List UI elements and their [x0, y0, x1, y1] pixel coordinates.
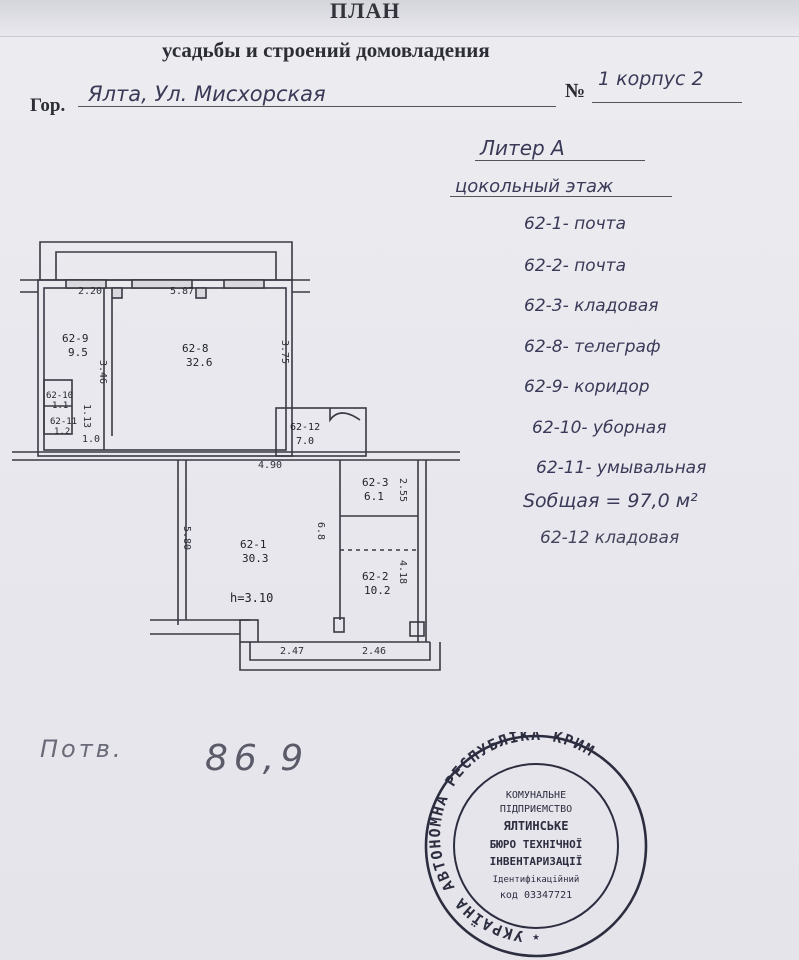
legend-item: 62-11- умывальная [536, 458, 707, 478]
room-id: 62-8 [182, 342, 209, 355]
house-number: 1 корпус 2 [598, 68, 704, 90]
dim-label: 2.47 [280, 646, 304, 657]
official-stamp: УКРАЇНА АВТОНОМНА РЕСПУБЛІКА КРИМ КОМУНА… [424, 732, 648, 958]
legend-item: 62-3- кладовая [524, 296, 659, 316]
extra-room: 62-12 кладовая [540, 528, 680, 548]
stamp-line: БЮРО ТЕХНІЧНОЇ [490, 837, 583, 851]
dim-label: 2.55 [397, 478, 408, 502]
room-area: 1.1 [52, 401, 68, 411]
document-subtitle: усадьбы и строений домовладения [162, 38, 490, 62]
room-area: 30.3 [242, 552, 269, 565]
dim-label: 4.90 [258, 460, 282, 471]
room-area: 9.5 [68, 346, 88, 359]
ceiling-height: h=3.10 [230, 591, 273, 605]
page-fold [0, 0, 799, 37]
room-id: 62-9 [62, 332, 89, 345]
stamp-line: КОМУНАЛЬНЕ [506, 790, 566, 801]
floor-underline [450, 196, 672, 197]
dim-label: 2.20 [78, 286, 102, 297]
stamp-line: ЯЛТИНСЬКЕ [503, 819, 568, 833]
room-id: 62-2 [362, 570, 389, 583]
room-area: 1.2 [54, 427, 70, 437]
room-id: 62-10 [46, 391, 73, 401]
dim-label: 4.18 [397, 560, 408, 584]
room-area: 6.1 [364, 490, 384, 503]
room-area: 7.0 [296, 436, 314, 447]
stamp-line: Ідентифікаційний [493, 875, 580, 885]
dim-label: 5.87 [170, 286, 194, 297]
pencil-note-label: Потв. [40, 735, 124, 763]
pencil-note-value: 86,9 [205, 738, 310, 779]
address-underline [78, 106, 556, 107]
dim-label: 6.8 [315, 522, 326, 540]
liter: Литер А [480, 136, 565, 160]
city-label: Гор. [30, 95, 66, 116]
legend-item: 62-2- почта [524, 256, 626, 276]
number-underline [592, 102, 742, 103]
room-id: 62-11 [50, 417, 77, 427]
legend-item: 62-9- коридор [524, 377, 650, 397]
dim-label: 2.46 [362, 646, 386, 657]
number-sign: № [565, 80, 586, 102]
room-area: 10.2 [364, 584, 391, 597]
legend-item: 62-8- телеграф [524, 337, 661, 357]
legend-item: 62-1- почта [524, 214, 626, 234]
star-icon: ★ [532, 929, 539, 943]
legend-item: 62-10- уборная [532, 418, 667, 438]
liter-underline [475, 160, 645, 161]
floor-name: цокольный этаж [455, 176, 614, 197]
address: Ялта, Ул. Мисхорская [88, 82, 326, 106]
dim-label: 1.13 [81, 404, 92, 428]
dim-label: 1.0 [82, 434, 100, 445]
room-id: 62-12 [290, 422, 320, 433]
stamp-line: ПІДПРИЄМСТВО [500, 804, 572, 815]
dim-label: 3.46 [97, 360, 108, 384]
room-id: 62-3 [362, 476, 389, 489]
stamp-line: ІНВЕНТАРИЗАЦІЇ [490, 854, 583, 868]
document-title: ПЛАН [330, 0, 401, 23]
room-area: 32.6 [186, 356, 213, 369]
floor-plan: 2.20 5.87 3.46 3.75 1.0 1.13 4.90 2.55 5… [12, 241, 460, 671]
total-area: Sобщая = 97,0 м² [523, 490, 698, 512]
room-id: 62-1 [240, 538, 267, 551]
stamp-line: код 03347721 [500, 890, 572, 901]
dim-label: 3.75 [279, 340, 290, 364]
dim-label: 5.80 [181, 526, 192, 550]
